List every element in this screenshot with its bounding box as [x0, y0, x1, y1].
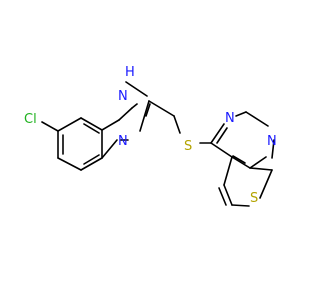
bond: [231, 156, 251, 169]
bond-lines: [41, 81, 275, 207]
bond: [80, 157, 103, 171]
bond: [218, 187, 227, 206]
bond: [231, 204, 250, 207]
bond: [235, 111, 247, 117]
bond: [259, 169, 273, 199]
bond: [210, 142, 233, 158]
bond: [101, 119, 120, 131]
bond: [148, 100, 175, 117]
hydrogen-nh-atom-label: H: [125, 65, 135, 80]
bond: [83, 154, 100, 165]
bond: [57, 117, 82, 132]
bond: [232, 155, 246, 164]
bond: [223, 184, 233, 206]
chlorine-atom-label: Cl: [24, 112, 37, 127]
sulfur-thiophene-atom-label: S: [250, 191, 258, 206]
molecule-diagram: Cl N H N S N N S: [24, 65, 277, 207]
bond: [83, 123, 100, 134]
bond: [101, 139, 118, 159]
nitrogen-imidazole-atom-label: N: [118, 134, 128, 149]
bond: [249, 156, 267, 169]
bond: [223, 156, 233, 186]
nitrogen-nh-atom-label: N: [118, 89, 128, 104]
bond: [41, 121, 59, 132]
molecule-structure: Cl N H N S N N S: [24, 65, 277, 207]
bond: [131, 103, 138, 109]
bond: [118, 107, 133, 121]
bond: [271, 139, 275, 159]
atom-labels: Cl N H N S N N S: [24, 65, 277, 206]
bond: [245, 111, 269, 127]
bond: [210, 123, 225, 144]
bond: [249, 167, 273, 171]
bond: [216, 127, 228, 144]
nitrogen-pyrimidine-top-atom-label: N: [225, 111, 235, 126]
bond: [80, 117, 103, 131]
bond: [139, 100, 150, 132]
bond: [125, 81, 148, 97]
bond: [57, 157, 82, 171]
nitrogen-pyrimidine-right-atom-label: N: [267, 134, 277, 149]
sulfur-thioether-atom-label: S: [184, 139, 192, 154]
bond: [145, 103, 151, 117]
bond: [173, 115, 181, 134]
